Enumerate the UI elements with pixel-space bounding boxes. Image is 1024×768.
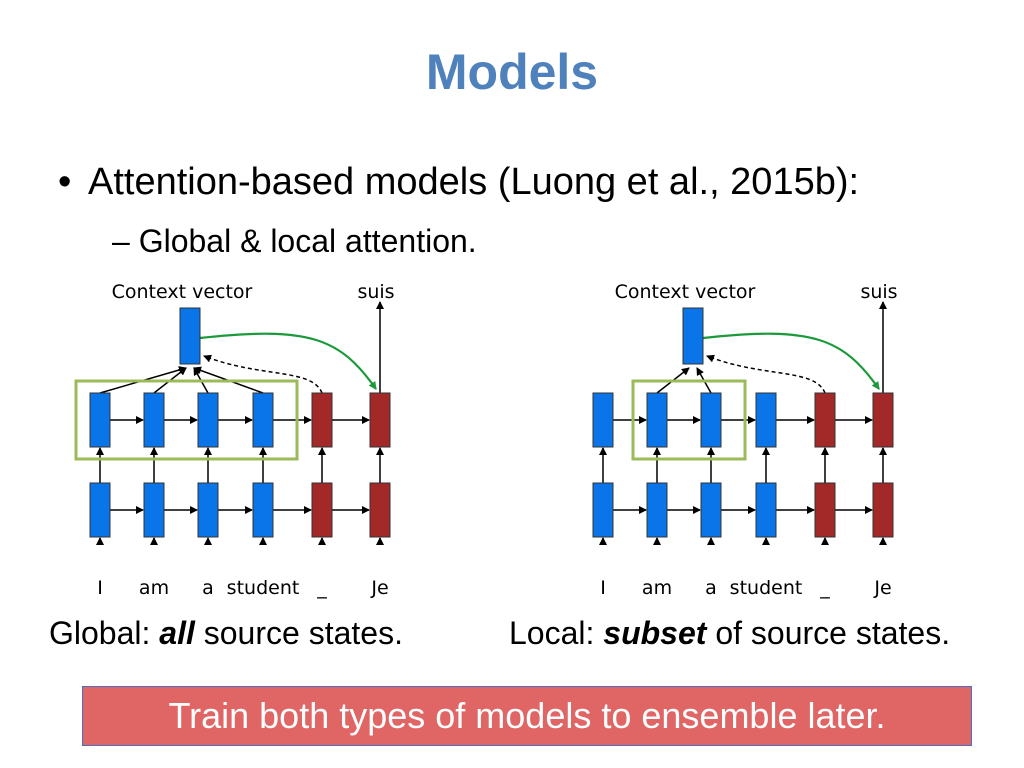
global-caption: Global: all source states.: [49, 613, 403, 653]
global-encoder-top-cell: [197, 392, 219, 448]
local-output-label: suis: [860, 281, 897, 303]
global-token-label: am: [139, 577, 169, 599]
slide-title: Models: [425, 44, 599, 100]
local-encoder-bottom-cell: [592, 482, 614, 538]
global-output-label: suis: [357, 281, 394, 303]
local-decoder-bottom-cell: [814, 482, 836, 538]
local-decoder-top-cell: [814, 392, 836, 448]
local-decoder-top-cell: [872, 392, 894, 448]
global-decoder-top-cell: [369, 392, 391, 448]
global-decoder-top-cell: [311, 392, 333, 448]
local-encoder-bottom-cell: [700, 482, 722, 538]
global-context-label: Context vector: [112, 281, 253, 303]
sub-bullet: – Global & local attention.: [112, 223, 477, 259]
global-token-label: _: [316, 577, 327, 599]
global-context-to-decoder-arrow: [199, 332, 377, 390]
global-decoder-bottom-cell: [311, 482, 333, 538]
local-token-label: I: [600, 577, 606, 599]
local-encoder-bottom-cell: [646, 482, 668, 538]
bullet-marker: •: [58, 161, 72, 203]
global-caption-prefix: Global:: [49, 615, 160, 651]
global-encoder-bottom-cell: [89, 482, 111, 538]
local-encoder-top-cell: [592, 392, 614, 448]
ensemble-banner: Train both types of models to ensemble l…: [82, 686, 972, 746]
global-encoder-bottom-cell: [197, 482, 219, 538]
local-context-vector: [682, 307, 704, 365]
local-context-label: Context vector: [615, 281, 756, 303]
local-caption: Local: subset of source states.: [509, 613, 950, 653]
local-encoder-bottom-cell: [755, 482, 777, 538]
main-bullet-text: Attention-based models (Luong et al., 20…: [88, 161, 860, 203]
local-encoder-top-cell: [646, 392, 668, 448]
global-encoder-bottom-cell: [252, 482, 274, 538]
global-caption-suffix: source states.: [194, 615, 403, 651]
local-context-to-decoder-arrow: [702, 332, 880, 390]
global-context-vector: [179, 307, 201, 365]
global-token-label: student: [227, 577, 300, 599]
global-token-label: I: [97, 577, 103, 599]
global-dashed-arrow: [203, 354, 323, 394]
local-encoder-top-cell: [755, 392, 777, 448]
global-caption-emphasis: all: [159, 615, 195, 651]
local-token-label: am: [642, 577, 672, 599]
main-bullet: • Attention-based models (Luong et al., 2…: [58, 158, 859, 206]
local-decoder-bottom-cell: [872, 482, 894, 538]
global-decoder-bottom-cell: [369, 482, 391, 538]
global-encoder-top-cell: [143, 392, 165, 448]
global-token-label: Je: [370, 577, 388, 599]
local-caption-prefix: Local:: [509, 615, 604, 651]
local-token-label: _: [819, 577, 830, 599]
local-caption-suffix: of source states.: [706, 615, 951, 651]
local-encoder-top-cell: [700, 392, 722, 448]
local-attention-window-box: [631, 379, 747, 461]
local-token-label: Je: [873, 577, 891, 599]
global-token-label: a: [202, 577, 214, 599]
local-token-label: a: [705, 577, 717, 599]
local-dashed-arrow: [706, 354, 826, 394]
local-token-label: student: [730, 577, 803, 599]
global-encoder-top-cell: [89, 392, 111, 448]
local-caption-emphasis: subset: [603, 615, 707, 651]
global-attention-window-box: [74, 379, 299, 461]
global-encoder-bottom-cell: [143, 482, 165, 538]
global-encoder-top-cell: [252, 392, 274, 448]
